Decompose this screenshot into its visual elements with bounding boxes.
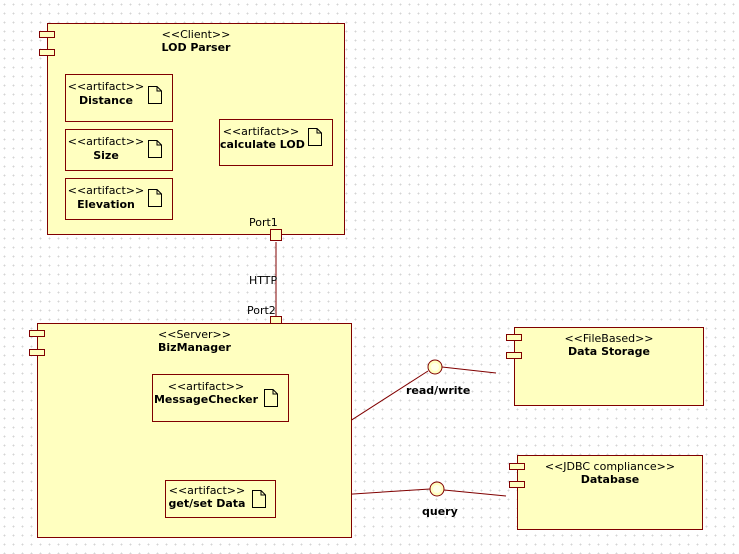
link-query-database (443, 489, 507, 497)
size-artifact[interactable]: <<artifact>> Size (65, 129, 173, 171)
document-icon (148, 140, 162, 158)
document-icon (252, 490, 266, 508)
link-readwrite-storage (441, 366, 497, 374)
document-icon (264, 389, 278, 407)
bizmanager-name: BizManager (158, 341, 231, 354)
elevation-artifact-name: Elevation (77, 198, 135, 211)
component-tab-icon (29, 349, 45, 356)
component-tab-icon (509, 463, 525, 470)
get-set-data-artifact-name: get/set Data (168, 497, 246, 510)
port1[interactable] (270, 229, 282, 241)
port1-label: Port1 (249, 216, 278, 229)
messagechecker-artifact[interactable]: <<artifact>> MessageChecker (152, 374, 289, 422)
database-component[interactable]: <<JDBC compliance>> Database (517, 455, 703, 530)
elevation-artifact[interactable]: <<artifact>> Elevation (65, 178, 173, 220)
component-tab-icon (39, 49, 55, 56)
data-storage-name: Data Storage (568, 345, 650, 358)
http-label: HTTP (249, 274, 278, 287)
component-tab-icon (29, 330, 45, 337)
database-stereotype: <<JDBC compliance>> (544, 460, 676, 473)
calculate-lod-artifact[interactable]: <<artifact>> calculate LOD (219, 119, 333, 166)
port2-label: Port2 (247, 304, 276, 317)
read-write-label: read/write (406, 384, 471, 397)
database-name: Database (580, 473, 640, 486)
messagechecker-artifact-name: MessageChecker (153, 393, 259, 406)
distance-artifact[interactable]: <<artifact>> Distance (65, 74, 173, 122)
lod-parser-stereotype: <<Client>> (161, 28, 231, 41)
document-icon (308, 128, 322, 146)
component-tab-icon (509, 481, 525, 488)
query-label: query (422, 505, 458, 518)
bizmanager-stereotype: <<Server>> (158, 328, 231, 341)
distance-artifact-name: Distance (79, 94, 133, 107)
component-tab-icon (39, 31, 55, 38)
data-storage-stereotype: <<FileBased>> (564, 332, 654, 345)
document-icon (148, 86, 162, 104)
data-storage-component[interactable]: <<FileBased>> Data Storage (514, 327, 704, 406)
size-artifact-name: Size (93, 149, 119, 162)
component-tab-icon (506, 334, 522, 341)
calculate-lod-artifact-name: calculate LOD (220, 138, 305, 151)
component-tab-icon (506, 352, 522, 359)
document-icon (148, 189, 162, 207)
get-set-data-artifact[interactable]: <<artifact>> get/set Data (165, 480, 276, 518)
lod-parser-name: LOD Parser (161, 41, 231, 54)
